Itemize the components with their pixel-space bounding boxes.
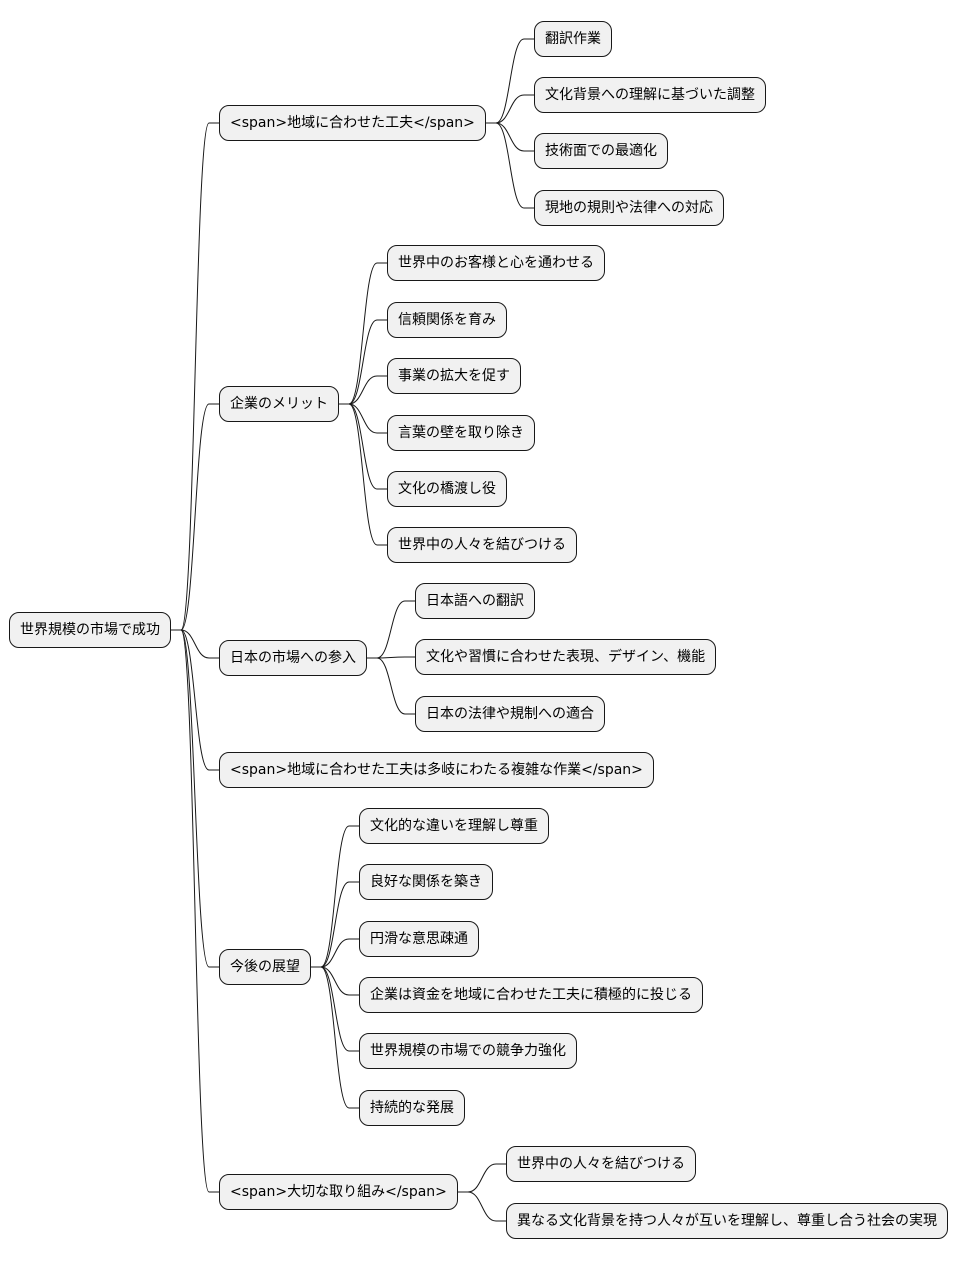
leaf-respect-differences: 文化的な違いを理解し尊重 [359,808,549,844]
leaf-connect-customers: 世界中のお客様と心を通わせる [387,245,605,281]
leaf-cultural-design: 文化や習慣に合わせた表現、デザイン、機能 [415,639,717,675]
connector-line [339,319,387,405]
connector-line [171,403,219,631]
branch-japan-market-entry: 日本の市場への参入 [219,640,367,676]
branch-company-merits: 企業のメリット [219,386,339,422]
connector-line [486,122,534,152]
connector-line [367,657,415,715]
leaf-mutual-respect-society: 異なる文化背景を持つ人々が互いを理解し、尊重し合う社会の実現 [506,1203,948,1239]
connector-line [486,94,534,124]
connector-line [339,262,387,405]
connector-line [171,629,219,659]
leaf-connect-people: 世界中の人々を結びつける [387,527,577,563]
leaf-build-trust: 信頼関係を育み [387,302,507,338]
connector-line [486,38,534,124]
connector-line [311,881,359,968]
connector-line [339,375,387,405]
connector-line [339,403,387,434]
leaf-good-relationships: 良好な関係を築き [359,864,493,900]
connector-line [171,629,219,771]
connector-line [171,122,219,631]
leaf-cultural-adjustment: 文化背景への理解に基づいた調整 [534,77,766,113]
connector-line [486,122,534,209]
leaf-competitiveness: 世界規模の市場での競争力強化 [359,1033,577,1069]
leaf-japanese-translation: 日本語への翻訳 [415,583,535,619]
connector-line [171,629,219,1193]
root-node: 世界規模の市場で成功 [9,612,171,648]
leaf-translation-work: 翻訳作業 [534,21,612,57]
leaf-japan-law-compliance: 日本の法律や規制への適合 [415,696,605,732]
branch-complex-work: <span>地域に合わせた工夫は多岐にわたる複雑な作業</span> [219,752,654,788]
leaf-connect-people-2: 世界中の人々を結びつける [506,1146,696,1182]
connector-line [458,1191,506,1222]
leaf-cultural-bridge: 文化の橋渡し役 [387,471,507,507]
connector-line [311,825,359,968]
leaf-invest-localization: 企業は資金を地域に合わせた工夫に積極的に投じる [359,977,703,1013]
branch-important-effort: <span>大切な取り組み</span> [219,1174,458,1210]
leaf-local-law-compliance: 現地の規則や法律への対応 [534,190,724,226]
leaf-business-expansion: 事業の拡大を促す [387,358,521,394]
leaf-smooth-communication: 円滑な意思疎通 [359,921,479,957]
branch-local-adaptation: <span>地域に合わせた工夫</span> [219,105,486,141]
connector-line [339,403,387,546]
connector-line [367,600,415,659]
leaf-remove-language-barrier: 言葉の壁を取り除き [387,415,535,451]
connector-line [458,1163,506,1193]
leaf-technical-optimization: 技術面での最適化 [534,133,668,169]
leaf-sustainable-growth: 持続的な発展 [359,1090,465,1126]
connector-line [311,966,359,996]
connector-line [171,629,219,968]
connector-line [311,938,359,968]
branch-future-outlook: 今後の展望 [219,949,311,985]
connector-line [311,966,359,1109]
